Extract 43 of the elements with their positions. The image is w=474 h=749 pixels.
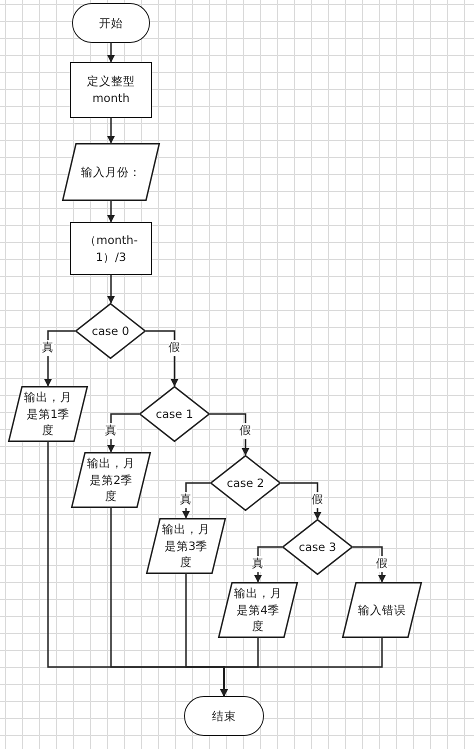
decision-diamond: [75, 303, 146, 359]
node-label: （month-1）/3: [83, 232, 139, 266]
arrow: [107, 43, 115, 63]
arrow: [281, 482, 322, 520]
decision-diamond: [282, 519, 353, 575]
node-label: 定义整型 month: [86, 73, 136, 107]
arrow: [107, 201, 115, 223]
edge-label: 真: [180, 492, 192, 508]
arrow: [107, 275, 115, 304]
arrow: [107, 118, 115, 144]
io-parallelogram: [342, 582, 422, 638]
arrow: [353, 546, 386, 583]
node-label: case 3: [298, 538, 336, 556]
node-label: case 1: [156, 406, 194, 422]
node-label: 开始: [99, 14, 123, 32]
edge-label: 假: [376, 556, 388, 572]
process-box: [70, 62, 152, 118]
node-label: 结束: [212, 708, 236, 724]
node-label: case 0: [92, 322, 130, 340]
decision-diamond: [210, 455, 281, 511]
edge-label: 假: [240, 423, 252, 439]
terminal-shape: [72, 3, 150, 43]
edge-label: 真: [42, 340, 54, 356]
io-parallelogram: [71, 452, 151, 508]
node-label: case 2: [226, 474, 264, 492]
edge-label: 真: [105, 423, 117, 439]
edge-label: 假: [168, 340, 180, 356]
io-parallelogram: [8, 386, 88, 442]
process-box: [70, 222, 152, 275]
terminal-shape: [184, 696, 264, 736]
node-label: 输入月份：: [81, 164, 141, 180]
io-parallelogram: [218, 582, 298, 638]
node-label: 输出，月是第1季度: [24, 388, 72, 439]
edge-label: 真: [252, 556, 264, 572]
node-label: 输出，月是第2季度: [87, 454, 135, 505]
node-label: 输出，月是第4季度: [234, 584, 282, 635]
edge-label: 假: [312, 492, 324, 508]
node-label: 输出，月是第3季度: [162, 520, 210, 571]
arrow: [210, 413, 250, 456]
io-parallelogram: [146, 518, 226, 574]
arrow: [220, 638, 383, 697]
decision-diamond: [139, 386, 210, 442]
node-label: 输入错误: [358, 602, 406, 618]
